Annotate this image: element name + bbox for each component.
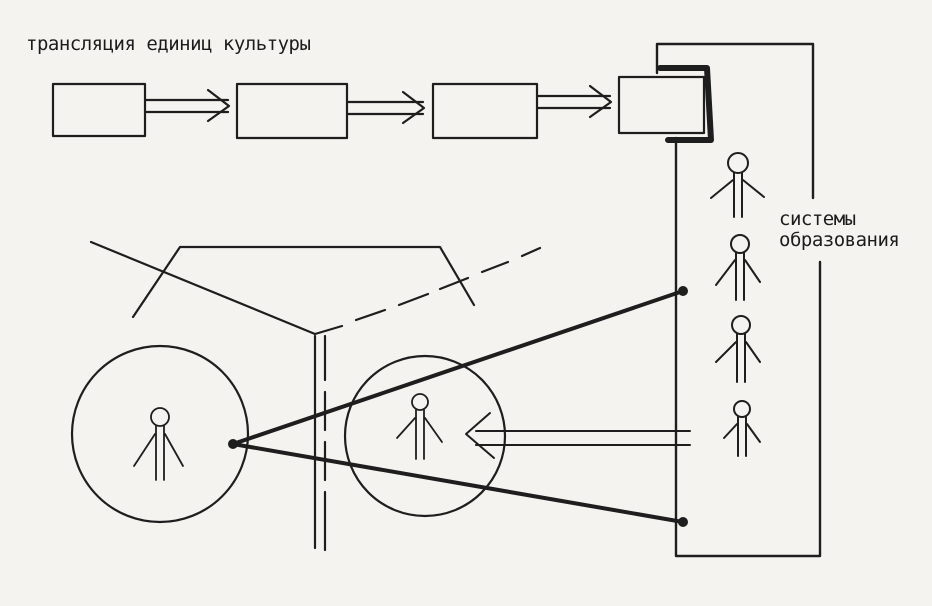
transmission-arrow-3 — [538, 86, 611, 117]
culture-unit-box-3 — [433, 84, 537, 138]
culture-unit-box-2 — [237, 84, 347, 138]
educated-people — [711, 153, 764, 456]
person-icon — [724, 401, 760, 456]
education-system-frame — [657, 44, 820, 556]
person-icon — [134, 408, 183, 480]
culture-unit-box-1 — [53, 84, 145, 136]
branching-paths — [91, 242, 540, 550]
culture-unit-box-4 — [619, 77, 704, 133]
influence-cone — [230, 288, 686, 525]
transmission-arrow-2 — [348, 92, 424, 123]
transmission-chain — [53, 77, 704, 138]
person-icon — [397, 394, 442, 459]
person-icon — [716, 316, 760, 382]
person-icon — [716, 235, 760, 300]
left-sphere-circle — [72, 346, 248, 522]
person-icon — [711, 153, 764, 217]
left-person-sphere — [72, 346, 248, 522]
transmission-arrow-1 — [146, 90, 229, 121]
education-input-arrow — [466, 413, 690, 458]
